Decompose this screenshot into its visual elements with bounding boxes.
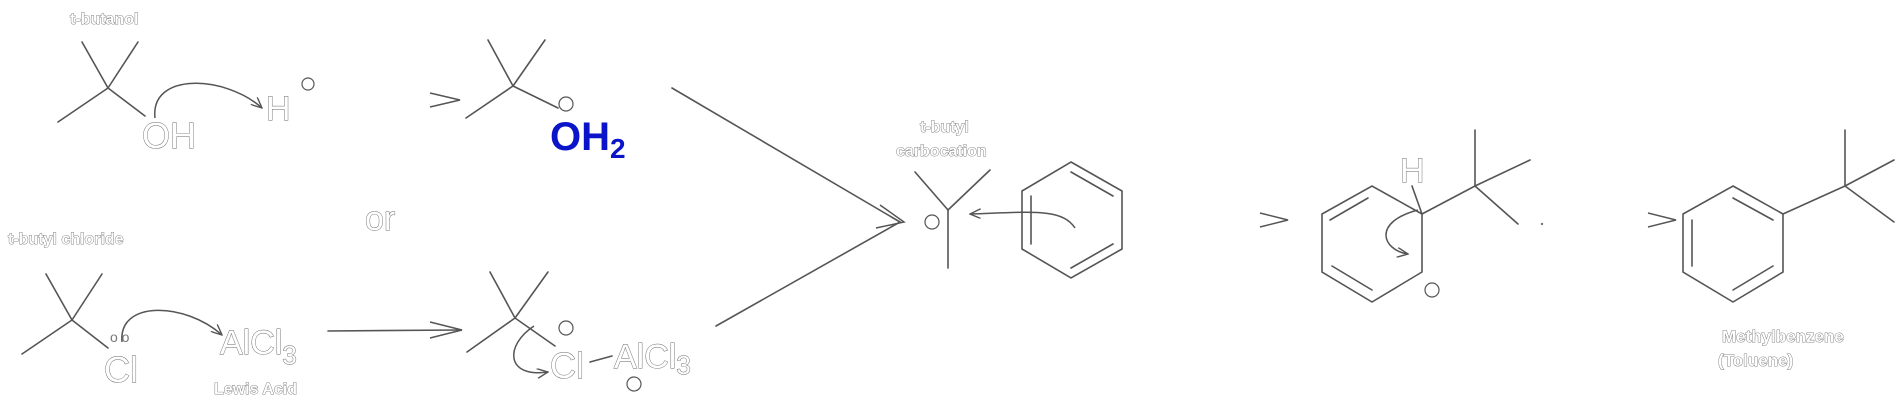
or-label: or — [365, 200, 395, 238]
benzene-ring — [1021, 161, 1123, 279]
carbocation-skeleton — [914, 169, 991, 269]
reaction-arrow-2-shaft — [327, 329, 461, 332]
product-benzene-ring — [1682, 185, 1784, 303]
carbocation-label-line2: carbocation — [896, 143, 987, 160]
sigma-tbutyl-group — [1474, 129, 1531, 225]
product-label-line2: (Toluene) — [1718, 351, 1793, 370]
dot-mark — [1540, 222, 1544, 226]
negative-charge-icon — [626, 376, 642, 392]
reaction-arrow-4 — [1647, 212, 1677, 228]
t-butyl-chloride-skeleton — [21, 273, 109, 355]
chlorine-complex: Cl — [550, 345, 584, 386]
reaction-arrow-3 — [1259, 212, 1289, 228]
aluminium-complex: AlCl3 — [614, 338, 691, 380]
reaction-arrow-1 — [429, 92, 461, 108]
converge-arrow-head — [875, 204, 906, 229]
sigma-complex-hydrogen: H — [1400, 152, 1425, 190]
curved-arrow-cl-to-alcl3 — [121, 309, 222, 343]
positive-charge-icon — [558, 96, 574, 112]
oh-group: OH — [142, 115, 196, 156]
chlorine-atom: Cl — [104, 349, 138, 390]
lewis-complex-skeleton — [466, 271, 556, 353]
curved-arrow-cleavage — [513, 325, 548, 373]
product-label-line1: Methylbenzene — [1722, 327, 1844, 346]
t-butanol-label: t-butanol — [70, 11, 138, 28]
reaction-arrow-2-head — [429, 321, 463, 339]
positive-charge-icon — [1424, 282, 1440, 298]
lewis-acid-label: Lewis Acid — [214, 381, 297, 398]
aluminium-chloride: AlCl3 — [220, 324, 297, 370]
product-tbutyl-group — [1782, 129, 1895, 223]
carbocation-label-line1: t-butyl — [920, 119, 969, 136]
converge-arrow-top — [671, 87, 901, 223]
sigma-complex-ring — [1321, 185, 1476, 303]
lone-pair-dots: o o — [110, 329, 130, 345]
curved-arrow-oh-to-h — [154, 82, 262, 119]
h-plus: H — [266, 90, 291, 128]
protonated-alcohol-skeleton — [465, 39, 559, 119]
converge-arrow-bottom — [715, 221, 901, 327]
cl-al-bond — [589, 355, 613, 363]
positive-charge-icon — [924, 214, 940, 230]
positive-charge-icon — [558, 320, 574, 336]
positive-charge-icon — [301, 77, 315, 91]
t-butyl-chloride-label: t-butyl chloride — [8, 231, 124, 248]
t-butanol-skeleton — [57, 41, 146, 123]
oxonium-group: OH2 — [550, 115, 626, 164]
curved-arrow-deprotonation — [1385, 209, 1419, 254]
curved-arrow-pi-attack — [970, 212, 1076, 229]
